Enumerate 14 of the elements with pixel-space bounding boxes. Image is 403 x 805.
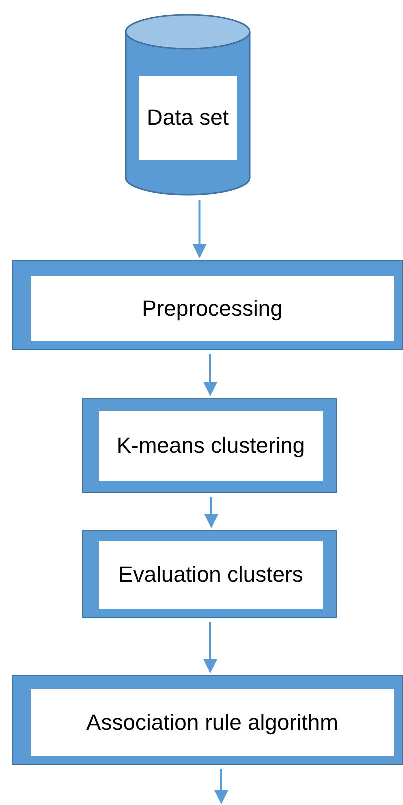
box-label: K-means clustering: [99, 411, 323, 481]
process-box: [12, 260, 403, 350]
arrow: [192, 200, 207, 258]
box-label: Evaluation clusters: [99, 541, 323, 609]
process-box: [12, 675, 403, 765]
box-label: Preprocessing: [31, 276, 394, 341]
arrow: [204, 622, 218, 674]
box-label: Data set: [139, 76, 237, 160]
process-box: [82, 530, 337, 618]
arrow: [204, 497, 218, 528]
arrow: [204, 354, 218, 396]
box-label: Association rule algorithm: [31, 689, 394, 756]
process-box: [82, 398, 337, 493]
arrow: [214, 769, 228, 804]
